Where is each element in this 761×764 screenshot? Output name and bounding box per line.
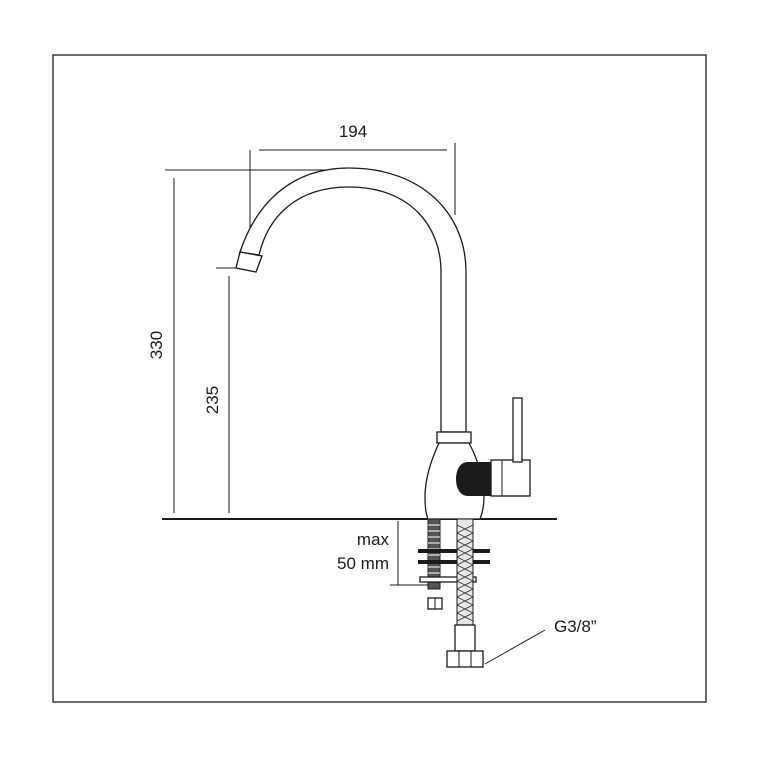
spout-nozzle xyxy=(235,251,263,273)
lever-housing xyxy=(456,462,494,496)
spout-tube xyxy=(239,167,467,433)
reach-dimension: 194 xyxy=(249,122,456,238)
hose-ferrule xyxy=(454,624,476,652)
spout-height-label: 235 xyxy=(203,386,222,414)
washer xyxy=(419,576,477,583)
thread-label: G3/8” xyxy=(554,617,597,636)
reach-label: 194 xyxy=(339,122,367,141)
mounting-hardware xyxy=(418,518,490,668)
fixing-plate-bottom xyxy=(418,560,490,564)
faucet xyxy=(235,167,531,520)
spout-collar xyxy=(436,431,472,444)
spout-height-dimension: 235 xyxy=(203,267,250,513)
drawing-frame xyxy=(52,54,707,703)
total-height-label: 330 xyxy=(147,331,166,359)
lever-handle xyxy=(512,397,523,463)
hose-nut xyxy=(446,650,484,668)
counter-thickness-label-line2: 50 mm xyxy=(337,554,389,573)
counter-thickness-dimension: max 50 mm xyxy=(337,521,428,586)
lever-block xyxy=(490,459,531,497)
fixing-plate-top xyxy=(418,549,490,553)
total-height-dimension: 330 xyxy=(147,169,348,513)
thread-callout: G3/8” xyxy=(484,617,597,665)
counter-thickness-label-line1: max xyxy=(357,530,390,549)
